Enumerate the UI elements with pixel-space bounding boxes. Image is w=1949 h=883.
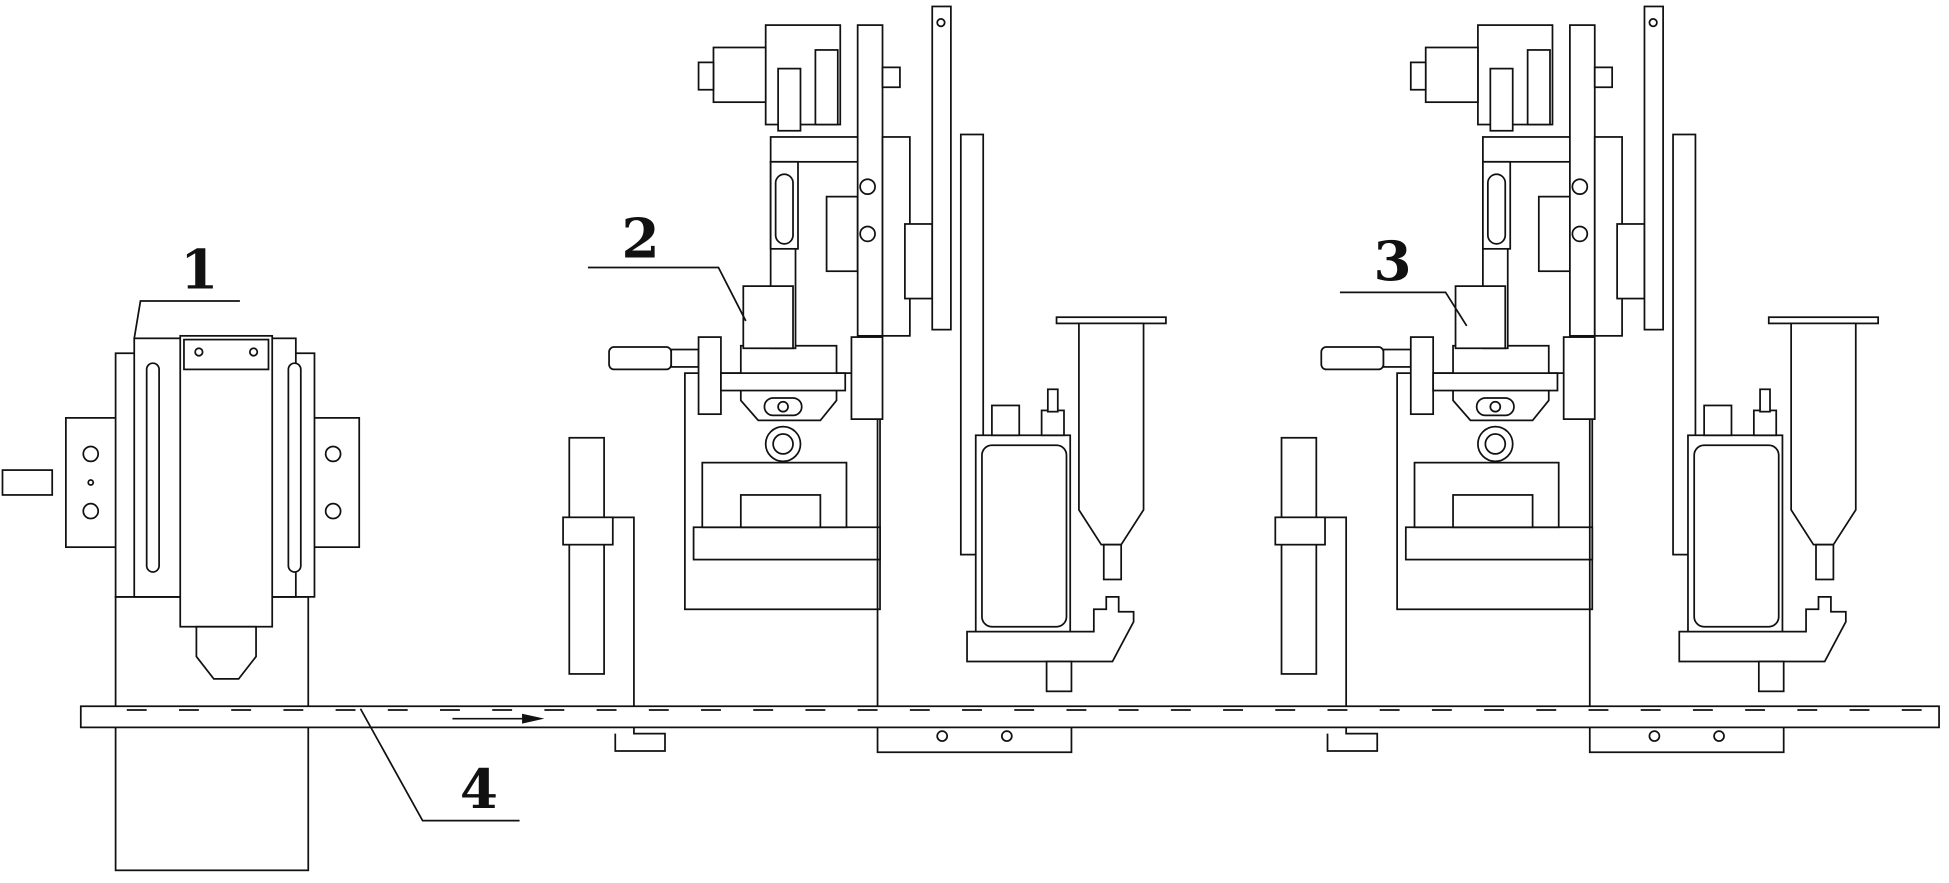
leader-line-3 <box>1340 292 1467 326</box>
component-1 <box>2 336 359 870</box>
label-4: 4 <box>460 757 498 821</box>
dispensing-station-2 <box>563 6 1166 752</box>
leader-line-1 <box>134 301 240 338</box>
conveyor-belt <box>81 706 1939 727</box>
dispensing-station-3 <box>1275 6 1878 752</box>
label-1: 1 <box>180 238 218 302</box>
label-3: 3 <box>1373 229 1411 293</box>
leader-line-2 <box>588 267 746 320</box>
label-2: 2 <box>621 207 659 271</box>
